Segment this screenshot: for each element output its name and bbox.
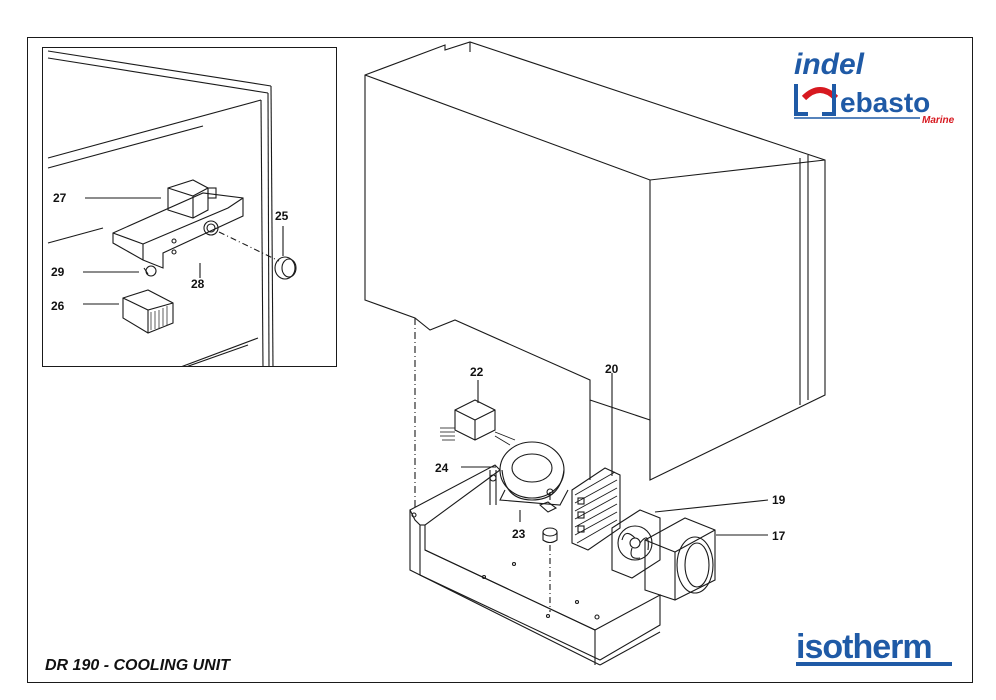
indel-webasto-logo: indel ebasto Marine bbox=[790, 42, 968, 126]
callout-25: 25 bbox=[275, 209, 289, 223]
callout-27: 27 bbox=[53, 191, 67, 205]
webasto-arc-mark bbox=[801, 87, 839, 101]
webasto-wordmark: ebasto bbox=[840, 87, 930, 118]
marine-wordmark: Marine bbox=[922, 115, 955, 124]
callout-29: 29 bbox=[51, 265, 65, 279]
drawing-frame bbox=[27, 37, 973, 683]
callout-24: 24 bbox=[435, 461, 449, 475]
callout-20: 20 bbox=[605, 362, 619, 376]
isotherm-logo: isotherm bbox=[790, 622, 955, 670]
callout-28: 28 bbox=[191, 277, 205, 291]
callout-17: 17 bbox=[772, 529, 786, 543]
callout-26: 26 bbox=[51, 299, 65, 313]
lamp-detail-inset: 27 29 26 28 25 bbox=[42, 47, 337, 367]
lamp-detail-drawing: 27 29 26 28 25 bbox=[47, 50, 297, 366]
callout-19: 19 bbox=[772, 493, 786, 507]
callout-22: 22 bbox=[470, 365, 484, 379]
indel-wordmark: indel bbox=[794, 48, 865, 81]
drawing-title: DR 190 - COOLING UNIT bbox=[45, 657, 230, 674]
isotherm-wordmark: isotherm bbox=[796, 628, 932, 666]
callout-23: 23 bbox=[512, 527, 526, 541]
